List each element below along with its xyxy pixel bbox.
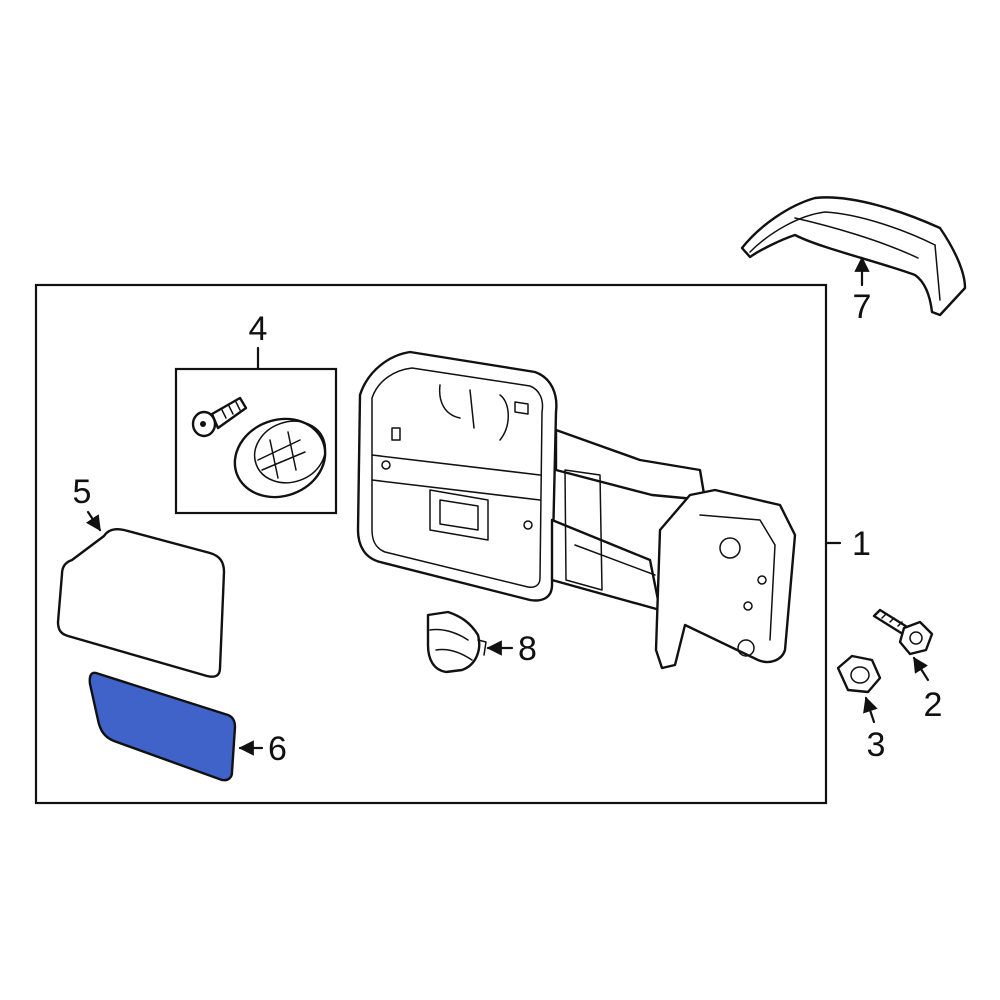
callout-3-label: 3 [867,726,886,764]
part-8-signal-lamp[interactable] [426,610,487,674]
callout-2-arrow [912,656,930,682]
callout-2-label: 2 [924,686,943,724]
part-4-screw[interactable] [191,396,248,438]
part-1-mirror-housing[interactable] [356,350,797,670]
callout-6-label: 6 [268,730,287,768]
part-6-lower-mirror-glass[interactable] [88,671,237,782]
part-4-detail-box [174,367,338,515]
callout-7-label: 7 [853,288,872,326]
part-3-nut[interactable] [836,654,882,694]
callout-8-label: 8 [518,630,537,668]
part-5-mirror-glass[interactable] [56,528,226,678]
callout-3-arrow [863,696,878,724]
callout-5-label: 5 [73,473,92,511]
part-2-bolt[interactable] [872,608,934,656]
callout-1-label: 1 [852,525,871,563]
callout-5-arrow [85,510,102,532]
part-7-mirror-cap[interactable] [740,196,967,317]
callout-4-label: 4 [249,310,268,348]
part-4-motor[interactable] [224,407,336,510]
